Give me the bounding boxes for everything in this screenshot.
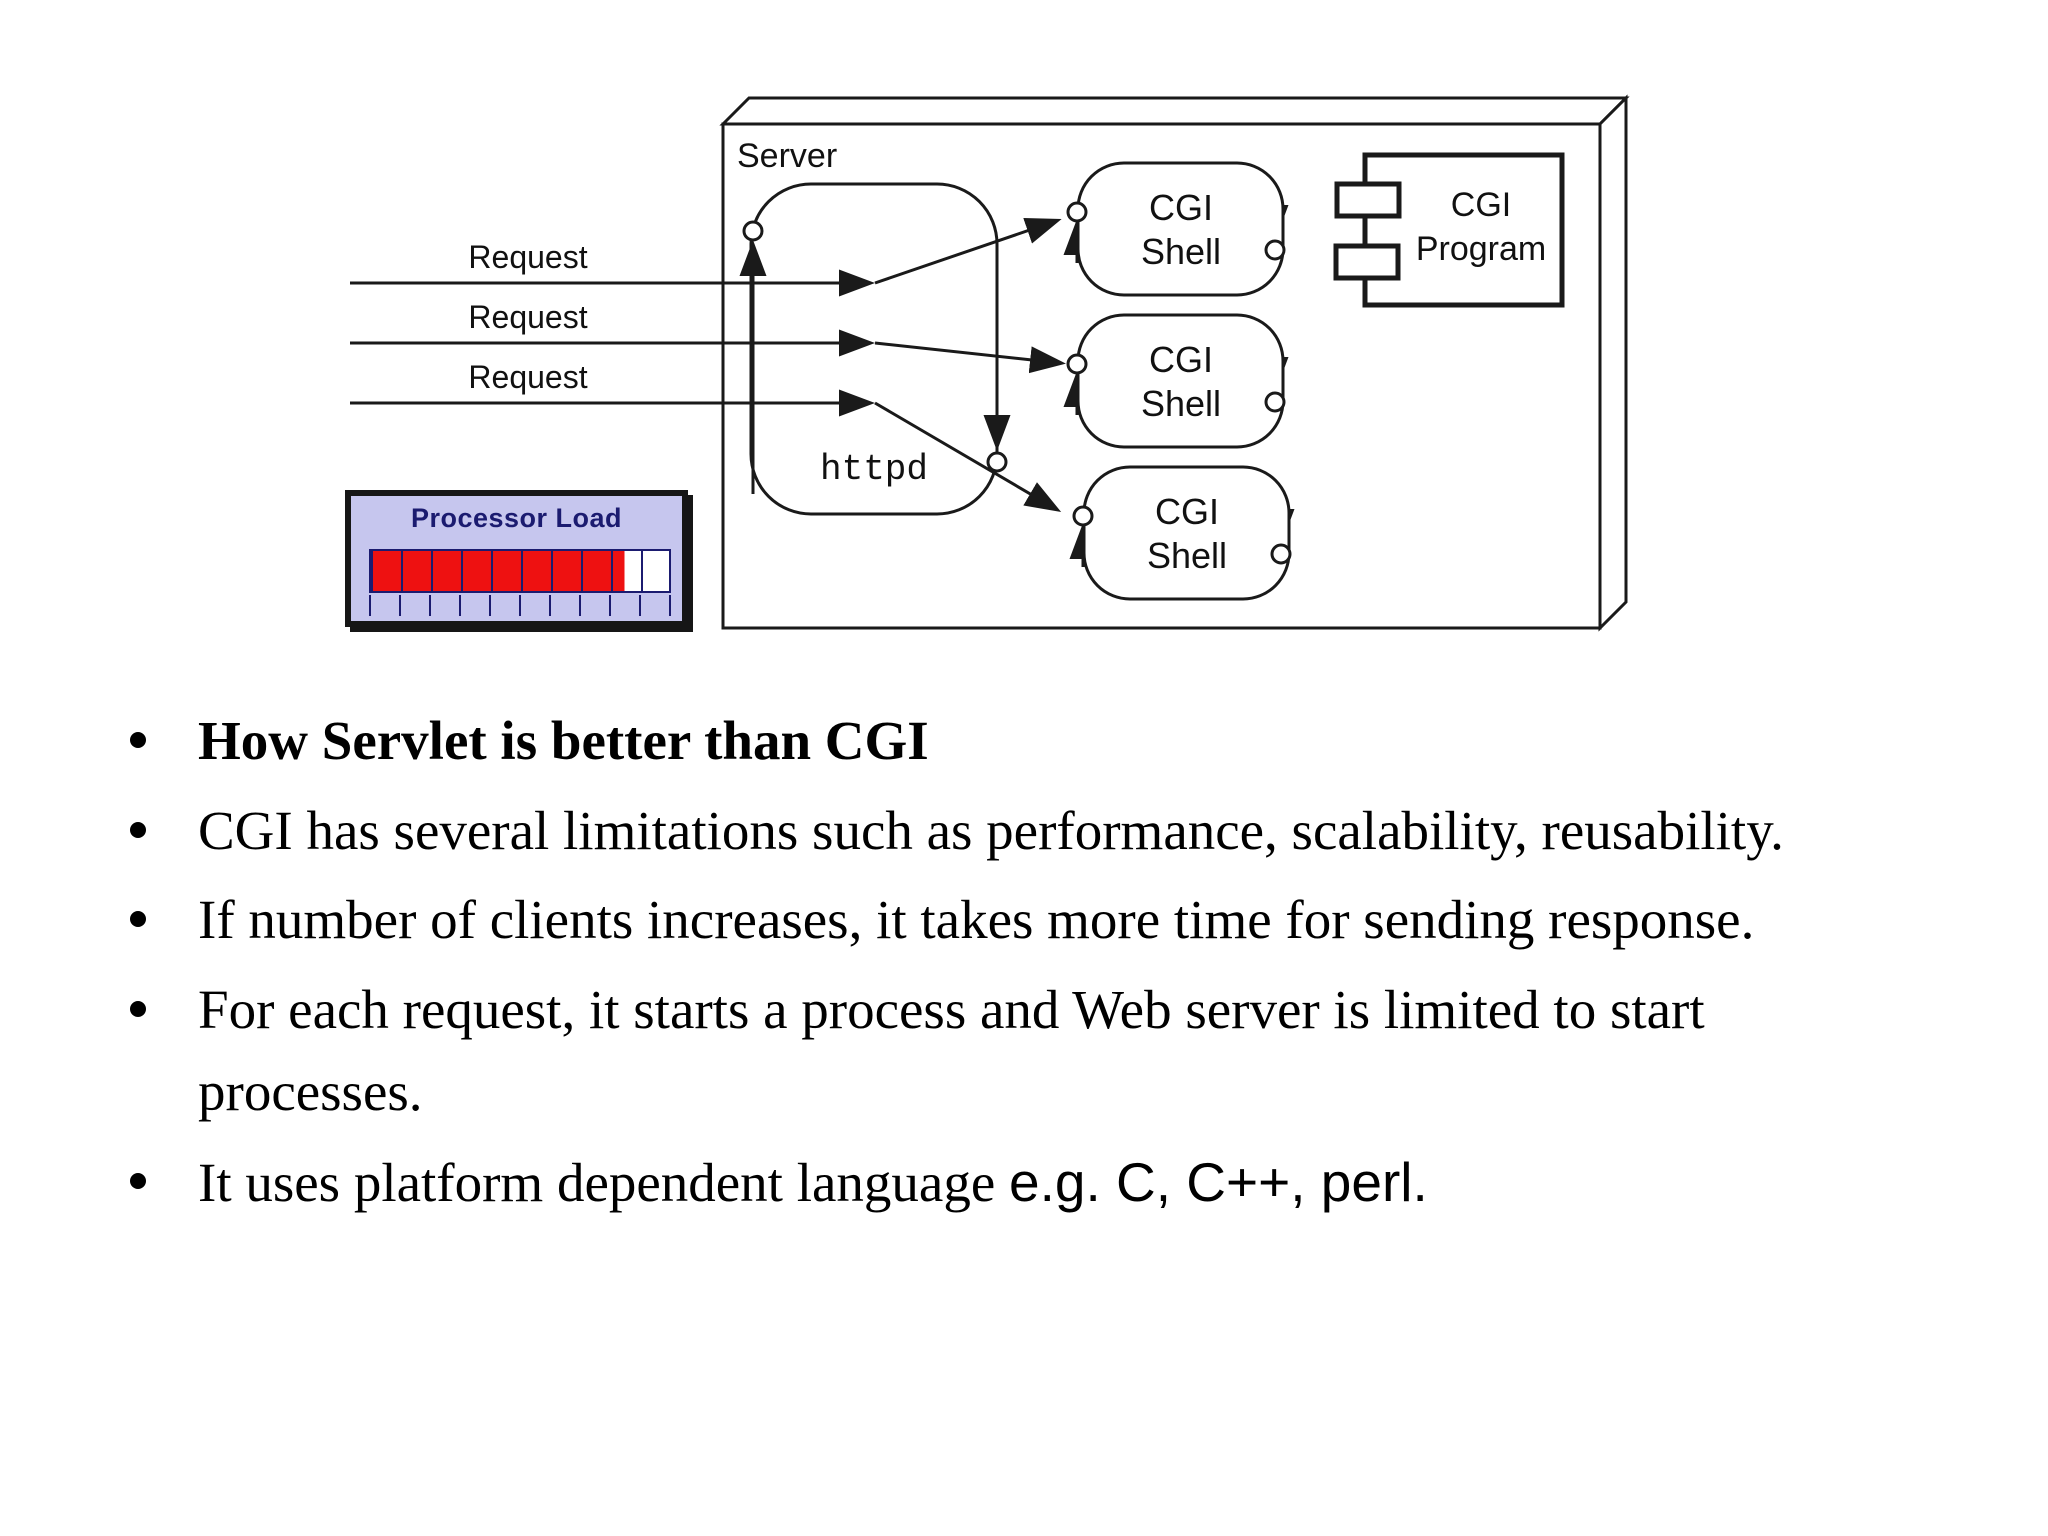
shell1-body <box>1076 161 1285 297</box>
shell1-right-port-circle <box>1264 239 1286 261</box>
shell2-left-port-circle <box>1066 353 1088 375</box>
processor-load-title: Processor Load <box>410 503 623 533</box>
bullet-list: How Servlet is better than CGI CGI has s… <box>122 700 1882 1231</box>
bullet-item-1: How Servlet is better than CGI <box>122 700 1882 783</box>
bullet-text-2: CGI has several limitations such as perf… <box>198 799 1784 861</box>
bullet-item-3: If number of clients increases, it takes… <box>122 879 1882 962</box>
httpd-label: httpd <box>820 449 928 490</box>
cgi-program-tab-top <box>1334 181 1402 219</box>
shell1-label-line1: CGI <box>1149 187 1213 228</box>
cgi-shell-node-3: CGI Shell <box>1069 465 1295 601</box>
server-box-top-face <box>719 96 1630 126</box>
bullet-text-4: For each request, it starts a process an… <box>198 978 1705 1123</box>
bullet-item-4: For each request, it starts a process an… <box>122 969 1882 1134</box>
cgi-program-component: CGI Program <box>1333 152 1565 308</box>
bullet-item-2: CGI has several limitations such as perf… <box>122 790 1882 873</box>
shell3-label-line2: Shell <box>1147 535 1227 576</box>
shell1-label-line2: Shell <box>1141 231 1221 272</box>
cgi-program-tab-bottom <box>1333 243 1401 281</box>
cgi-architecture-diagram: Server httpd Request Request Request CGI… <box>350 94 1630 632</box>
shell3-right-port-circle <box>1270 543 1292 565</box>
server-label: Server <box>737 137 837 175</box>
request-label-1: Request <box>468 239 587 275</box>
cgi-program-label-line1: CGI <box>1451 186 1511 224</box>
httpd-top-port-circle <box>742 220 764 242</box>
cgi-program-label-line2: Program <box>1416 230 1546 268</box>
dispatch-arrow-2 <box>874 341 1066 374</box>
bullet-text-1: How Servlet is better than CGI <box>198 710 929 771</box>
server-box-right-face <box>1598 94 1628 632</box>
shell3-left-port-circle <box>1072 505 1094 527</box>
processor-load-bar <box>369 549 671 593</box>
processor-load-panel: Processor Load <box>345 490 688 627</box>
shell2-label-line2: Shell <box>1141 383 1221 424</box>
httpd-fork-port-circle <box>986 451 1008 473</box>
shell2-right-port-circle <box>1264 391 1286 413</box>
cgi-shell-node-1: CGI Shell <box>1063 161 1289 297</box>
shell2-body <box>1076 313 1285 449</box>
shell1-left-port-circle <box>1066 201 1088 223</box>
bullet-item-5: It uses platform dependent language e.g.… <box>122 1141 1882 1225</box>
bullet-text-5-serif: It uses platform dependent language <box>198 1151 1009 1213</box>
processor-load-ticks <box>369 595 673 616</box>
request-label-3: Request <box>468 359 587 395</box>
bullet-text-3: If number of clients increases, it takes… <box>198 889 1755 950</box>
shell2-label-line1: CGI <box>1149 339 1213 380</box>
dispatch-arrow-1 <box>874 217 1062 285</box>
bullet-text-5-sans: e.g. C, C++, perl. <box>1008 1150 1428 1213</box>
request-label-2: Request <box>468 299 587 335</box>
shell3-body <box>1082 465 1291 601</box>
dispatch-arrow-3 <box>874 401 1062 513</box>
cgi-shell-node-2: CGI Shell <box>1063 313 1289 449</box>
shell3-label-line1: CGI <box>1155 491 1219 532</box>
cgi-program-body <box>1362 152 1565 308</box>
